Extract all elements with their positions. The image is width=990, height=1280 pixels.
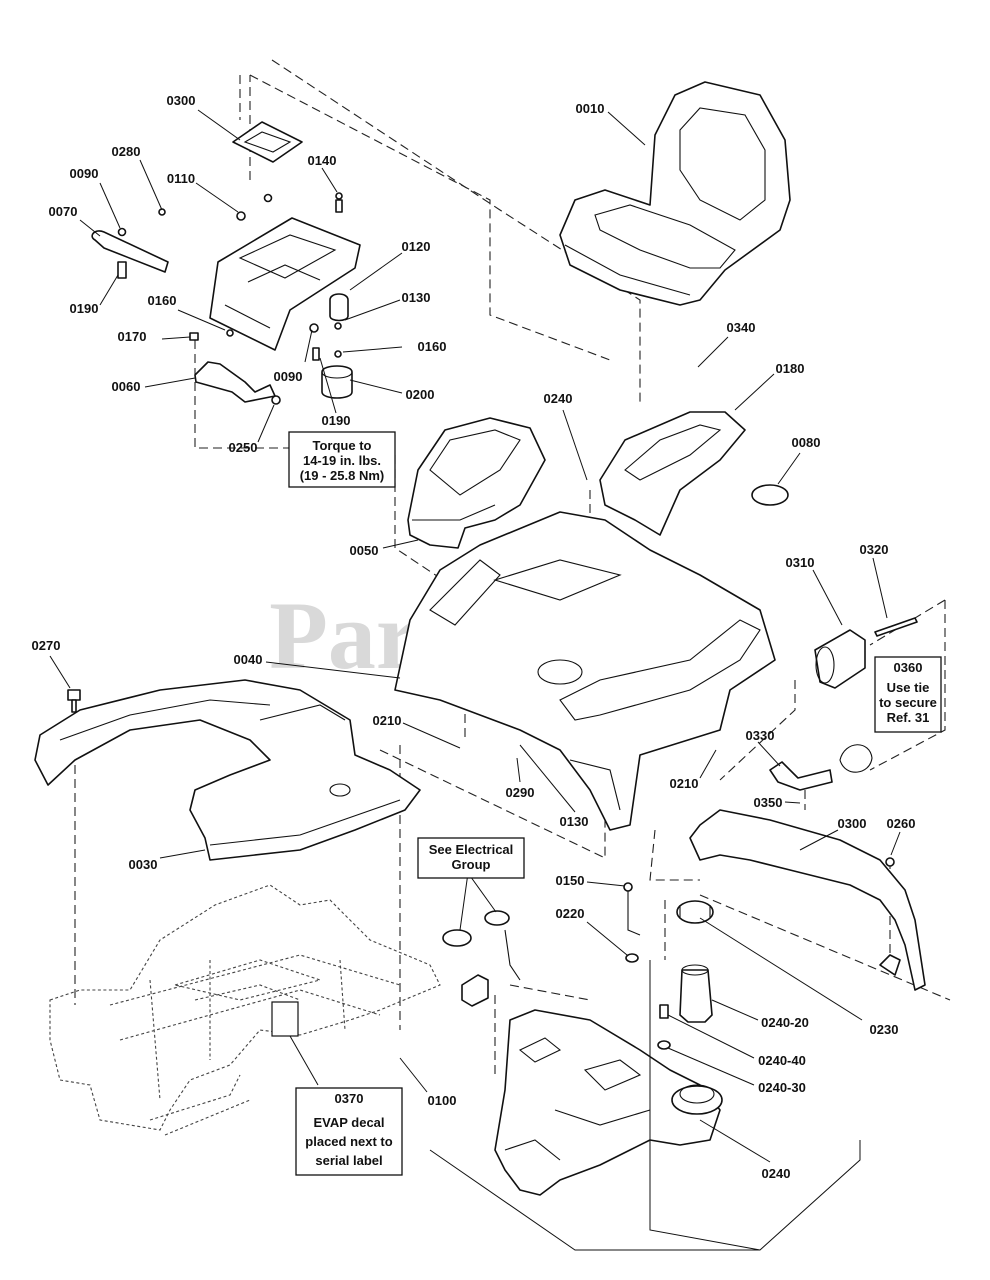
callout-0310[interactable]: 0310 xyxy=(786,555,815,570)
callout-0240-top[interactable]: 0240 xyxy=(544,391,573,406)
evap-canister-part xyxy=(769,617,918,791)
callout-0240-40[interactable]: 0240-40 xyxy=(758,1053,806,1068)
electrical-parts xyxy=(442,910,521,1007)
seat-bracket-part xyxy=(209,217,361,351)
evap-note-callout: 0370 xyxy=(335,1091,364,1106)
fuel-line-hardware xyxy=(623,882,641,963)
tank-group-outline xyxy=(429,960,861,1251)
callout-0290[interactable]: 0290 xyxy=(506,785,535,800)
callout-0030[interactable]: 0030 xyxy=(129,857,158,872)
callout-0010[interactable]: 0010 xyxy=(576,101,605,116)
callout-0180[interactable]: 0180 xyxy=(776,361,805,376)
footrest-pan-part xyxy=(34,679,421,861)
tie-note-line-3: to secure xyxy=(879,695,937,710)
tie-note-line-1: 0360 xyxy=(894,660,923,675)
callout-0240-bottom[interactable]: 0240 xyxy=(762,1166,791,1181)
callout-0070[interactable]: 0070 xyxy=(49,204,78,219)
fuel-tank-part xyxy=(494,1009,723,1196)
callout-0340[interactable]: 0340 xyxy=(727,320,756,335)
callout-0090-mid[interactable]: 0090 xyxy=(274,369,303,384)
callout-0190-mid[interactable]: 0190 xyxy=(322,413,351,428)
evap-note-line-1: EVAP decal xyxy=(313,1115,384,1130)
tie-note-line-2: Use tie xyxy=(887,680,930,695)
callout-0210-right[interactable]: 0210 xyxy=(670,776,699,791)
callout-0320[interactable]: 0320 xyxy=(860,542,889,557)
electrical-note: See Electrical Group xyxy=(417,837,525,879)
left-fender-pod-part xyxy=(407,417,546,549)
small-hardware xyxy=(91,192,353,405)
callout-0040[interactable]: 0040 xyxy=(234,652,263,667)
callout-0190-left[interactable]: 0190 xyxy=(70,301,99,316)
fuel-cap-cover-part xyxy=(751,484,789,506)
callout-0300-right[interactable]: 0300 xyxy=(838,816,867,831)
callout-0050[interactable]: 0050 xyxy=(350,543,379,558)
electrical-note-line-2: Group xyxy=(452,857,491,872)
chassis-frame xyxy=(49,884,441,1136)
callout-0090-left[interactable]: 0090 xyxy=(70,166,99,181)
callout-0230[interactable]: 0230 xyxy=(870,1022,899,1037)
torque-note-line-3: (19 - 25.8 Nm) xyxy=(300,468,385,483)
rear-fender-part xyxy=(394,511,776,831)
bolt-part xyxy=(67,689,81,713)
callout-0300-top[interactable]: 0300 xyxy=(167,93,196,108)
callout-0080[interactable]: 0080 xyxy=(792,435,821,450)
callout-0250[interactable]: 0250 xyxy=(229,440,258,455)
callout-0210-left[interactable]: 0210 xyxy=(373,713,402,728)
evap-note-line-2: placed next to xyxy=(305,1134,392,1149)
callout-0100[interactable]: 0100 xyxy=(428,1093,457,1108)
fuel-cap-part xyxy=(657,900,714,1050)
callout-0130-bottom[interactable]: 0130 xyxy=(560,814,589,829)
callout-0160-right[interactable]: 0160 xyxy=(418,339,447,354)
torque-note-line-2: 14-19 in. lbs. xyxy=(303,453,381,468)
evap-note-line-3: serial label xyxy=(315,1153,382,1168)
callout-0170[interactable]: 0170 xyxy=(118,329,147,344)
fuel-tank-bracket-part xyxy=(689,809,926,991)
control-plate-part xyxy=(232,121,303,163)
callout-0330[interactable]: 0330 xyxy=(746,728,775,743)
evap-decal xyxy=(271,1001,299,1037)
callout-0150[interactable]: 0150 xyxy=(556,873,585,888)
seat-part xyxy=(559,81,791,306)
callout-0260[interactable]: 0260 xyxy=(887,816,916,831)
callout-0240-30[interactable]: 0240-30 xyxy=(758,1080,806,1095)
callout-0240-20[interactable]: 0240-20 xyxy=(761,1015,809,1030)
callout-0280[interactable]: 0280 xyxy=(112,144,141,159)
torque-note: Torque to 14-19 in. lbs. (19 - 25.8 Nm) xyxy=(288,431,396,488)
callout-labels: 0300 0010 0280 0140 0090 0110 0070 0120 … xyxy=(32,93,916,1181)
leader-lines xyxy=(49,109,901,1163)
callout-0120[interactable]: 0120 xyxy=(402,239,431,254)
torque-note-line-1: Torque to xyxy=(313,438,372,453)
callout-0350[interactable]: 0350 xyxy=(754,795,783,810)
callout-0130-top[interactable]: 0130 xyxy=(402,290,431,305)
tie-note-line-4: Ref. 31 xyxy=(887,710,930,725)
callout-0140[interactable]: 0140 xyxy=(308,153,337,168)
callout-0160-left[interactable]: 0160 xyxy=(148,293,177,308)
callout-0110[interactable]: 0110 xyxy=(167,171,195,186)
callout-0200[interactable]: 0200 xyxy=(406,387,435,402)
tie-note-0360: 0360 Use tie to secure Ref. 31 xyxy=(874,656,942,733)
callout-0060[interactable]: 0060 xyxy=(112,379,141,394)
callout-0270[interactable]: 0270 xyxy=(32,638,61,653)
evap-note-0370: 0370 EVAP decal placed next to serial la… xyxy=(295,1087,403,1176)
right-fender-pod-part xyxy=(599,411,746,536)
electrical-note-line-1: See Electrical xyxy=(429,842,514,857)
assembly-guide-lines xyxy=(74,59,951,1075)
callout-0220[interactable]: 0220 xyxy=(556,906,585,921)
